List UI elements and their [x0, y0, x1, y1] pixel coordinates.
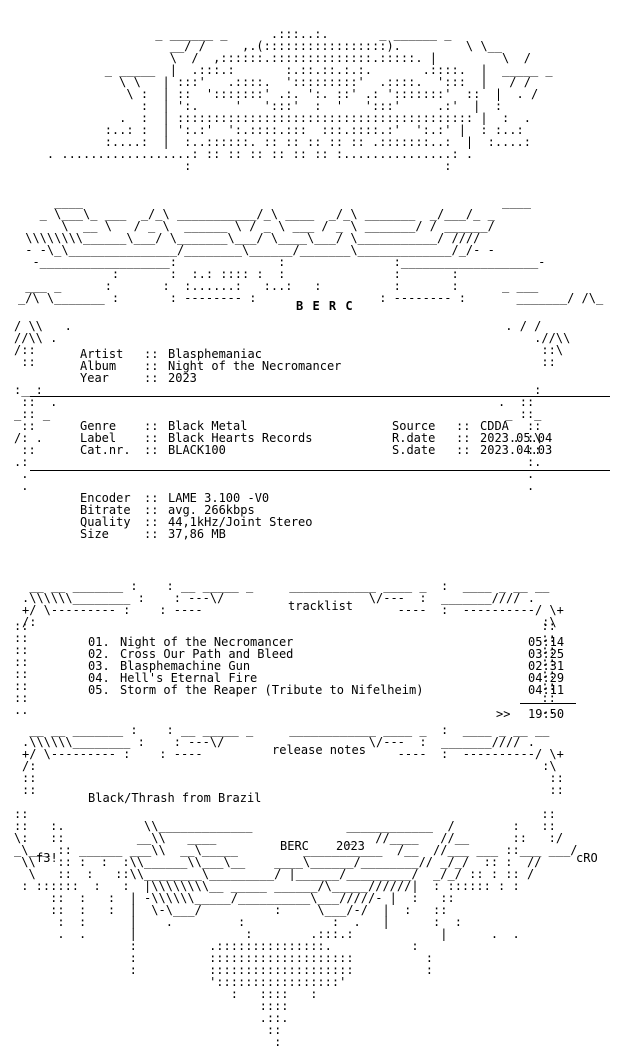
quality-label: Quality	[80, 515, 131, 529]
track-number: 05.	[88, 683, 110, 697]
sdate-label: S.date	[392, 443, 436, 457]
bitrate-label: Bitrate	[80, 503, 131, 517]
encoder-label: Encoder	[80, 491, 131, 505]
artist-label: Artist	[80, 347, 124, 361]
sdate-sep: ::	[456, 443, 471, 457]
info-frame-art: / \\ . . / / //\\ . .//\\ /::	[14, 319, 571, 369]
source-label: Source	[392, 419, 436, 433]
artist-sep: ::	[144, 347, 159, 361]
tracklist-header-art: __ __ _______ : : __ _____ _ ___________…	[22, 579, 564, 629]
source-sep: ::	[456, 419, 471, 433]
group-name: B E R C	[296, 299, 354, 313]
track-number: 03.	[88, 659, 110, 673]
rdate-value: 2023.05.04	[480, 431, 553, 445]
encoder-value: LAME 3.100 -V0	[168, 491, 270, 505]
catnr-value: BLACK100	[168, 443, 226, 457]
track-duration: 05:14	[528, 635, 565, 649]
track-duration: 04:29	[528, 671, 565, 685]
tracklist-side-art: :: :: :: :: ::	[14, 619, 556, 717]
artist-row: Artist	[80, 348, 123, 360]
genre-label: Genre	[80, 419, 117, 433]
album-sep: ::	[144, 359, 159, 373]
album-value: Night of the Necromancer	[168, 359, 342, 373]
rdate-label: R.date	[392, 431, 436, 445]
footer-year: 2023	[336, 839, 365, 853]
track-duration: 04:11	[528, 683, 565, 697]
size-sep: ::	[144, 527, 159, 541]
year-value: 2023	[168, 371, 197, 385]
footer-art: :: :: :: :. \\_____________ ____________…	[14, 807, 578, 1049]
tracklist-heading: tracklist	[288, 599, 354, 613]
label-value: Black Hearts Records	[168, 431, 313, 445]
track-number: 02.	[88, 647, 110, 661]
bitrate-sep: ::	[144, 503, 159, 517]
year-label: Year	[80, 371, 109, 385]
release-notes-heading: release notes	[272, 743, 366, 757]
track-number: 01.	[88, 635, 110, 649]
size-label: Size	[80, 527, 109, 541]
label-label: Label	[80, 431, 117, 445]
release-notes-text: Black/Thrash from Brazil	[88, 791, 262, 805]
footer-left-signature: f3!	[36, 851, 58, 865]
rdate-sep: ::	[456, 431, 471, 445]
catnr-label: Cat.nr.	[80, 443, 131, 457]
encoder-sep: ::	[144, 491, 159, 505]
label-sep: ::	[144, 431, 159, 445]
track-title: Cross Our Path and Bleed	[120, 647, 294, 661]
genre-value: Black Metal	[168, 419, 248, 433]
footer-group: BERC	[280, 839, 309, 853]
quality-sep: ::	[144, 515, 159, 529]
track-duration: 03:25	[528, 647, 565, 661]
source-value: CDDA	[480, 419, 509, 433]
genre-sep: ::	[144, 419, 159, 433]
quality-value: 44,1kHz/Joint Stereo	[168, 515, 313, 529]
track-title: Blasphemachine Gun	[120, 659, 251, 673]
year-sep: ::	[144, 371, 159, 385]
size-value: 37,86 MB	[168, 527, 226, 541]
track-title: Hell's Eternal Fire	[120, 671, 258, 685]
bitrate-value: avg. 266kbps	[168, 503, 255, 517]
total-time: 19:50	[528, 707, 565, 721]
footer-right-signature: cRO	[576, 851, 598, 865]
release-notes-header-art: __ __ _______ : : __ _____ _ ___________…	[22, 723, 564, 797]
total-marker: >>	[496, 707, 511, 721]
skull-logo-art: _ ______ _ .:::..:. _ ______ _ __/ / ,.(…	[46, 27, 553, 173]
info-side-frame-art: :__: __:_ :: . . :: _:: _	[14, 383, 549, 493]
artist-value: Blasphemaniac	[168, 347, 262, 361]
track-number: 04.	[88, 671, 110, 685]
track-title: Night of the Necromancer	[120, 635, 294, 649]
sdate-value: 2023.04.03	[480, 443, 553, 457]
catnr-sep: ::	[144, 443, 159, 457]
album-label: Album	[80, 359, 117, 373]
track-duration: 02:31	[528, 659, 565, 673]
track-title: Storm of the Reaper (Tribute to Nifelhei…	[120, 683, 424, 697]
header-banner-art: ____ ____ _ \___\_ ___ _/_\ ___________/…	[18, 195, 604, 305]
